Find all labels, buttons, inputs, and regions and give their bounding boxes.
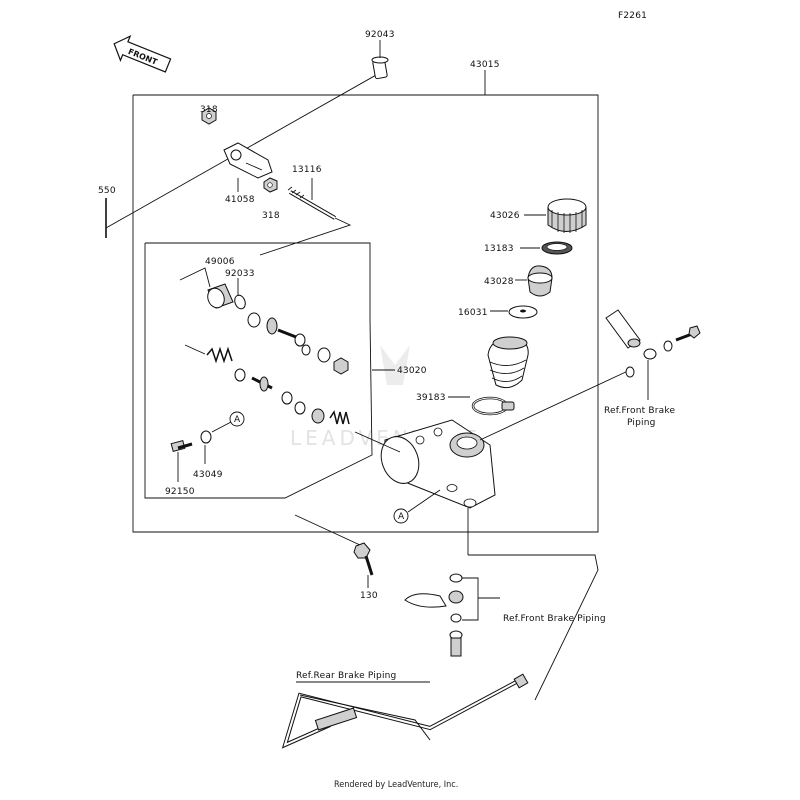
label-43026: 43026 bbox=[490, 211, 520, 221]
callout-a-upper: A bbox=[229, 411, 245, 427]
label-92033: 92033 bbox=[225, 269, 255, 279]
label-43049: 43049 bbox=[193, 470, 223, 480]
brake-switch-assembly bbox=[605, 309, 701, 378]
label-49006: 49006 bbox=[205, 257, 235, 267]
bolt-130 bbox=[353, 542, 374, 576]
pin-92043 bbox=[371, 56, 389, 80]
label-318-top: 318 bbox=[200, 105, 218, 115]
label-318-lower: 318 bbox=[262, 211, 280, 221]
label-92043: 92043 bbox=[365, 30, 395, 40]
label-92150: 92150 bbox=[165, 487, 195, 497]
label-43015: 43015 bbox=[470, 60, 500, 70]
callout-a-lower: A bbox=[393, 508, 409, 524]
ring-92033 bbox=[234, 294, 246, 310]
float-16031 bbox=[508, 305, 538, 319]
label-13116: 13116 bbox=[292, 165, 322, 175]
svg-text:A: A bbox=[398, 512, 405, 522]
footer-credit: Rendered by LeadVenture, Inc. bbox=[334, 780, 458, 790]
kit-bracket bbox=[144, 242, 373, 499]
label-130: 130 bbox=[360, 591, 378, 601]
hose-clamp-39183 bbox=[471, 396, 515, 416]
label-41058: 41058 bbox=[225, 195, 255, 205]
label-13183: 13183 bbox=[484, 244, 514, 254]
plate-13183 bbox=[541, 241, 573, 255]
label-39183: 39183 bbox=[416, 393, 446, 403]
washer-43049 bbox=[200, 430, 212, 444]
label-43020: 43020 bbox=[397, 366, 427, 376]
label-ref-rear: Ref.Rear Brake Piping bbox=[296, 671, 396, 681]
reservoir-cap-43026 bbox=[547, 198, 587, 233]
rear-brake-pipe bbox=[281, 673, 529, 749]
reservoir-body bbox=[487, 336, 529, 389]
front-arrow-icon: FRONT bbox=[113, 35, 172, 73]
push-rod-13116 bbox=[287, 186, 337, 220]
lower-fittings bbox=[404, 573, 464, 657]
label-ref-front-1b: Piping bbox=[627, 418, 656, 428]
svg-text:A: A bbox=[234, 415, 241, 425]
label-43028: 43028 bbox=[484, 277, 514, 287]
figure-code: F2261 bbox=[618, 11, 647, 21]
assembly-frame bbox=[132, 94, 599, 533]
clevis-41058 bbox=[223, 142, 273, 179]
piston-parts-upper bbox=[247, 312, 349, 375]
spring-parts-middle bbox=[184, 344, 401, 453]
label-ref-front-1: Ref.Front Brake bbox=[604, 406, 675, 416]
bolt-92150 bbox=[170, 439, 193, 453]
cup-49006 bbox=[207, 283, 234, 309]
label-550: 550 bbox=[98, 186, 116, 196]
diaphragm-43028 bbox=[527, 265, 553, 297]
label-16031: 16031 bbox=[458, 308, 488, 318]
label-ref-front-2: Ref.Front Brake Piping bbox=[503, 614, 606, 624]
